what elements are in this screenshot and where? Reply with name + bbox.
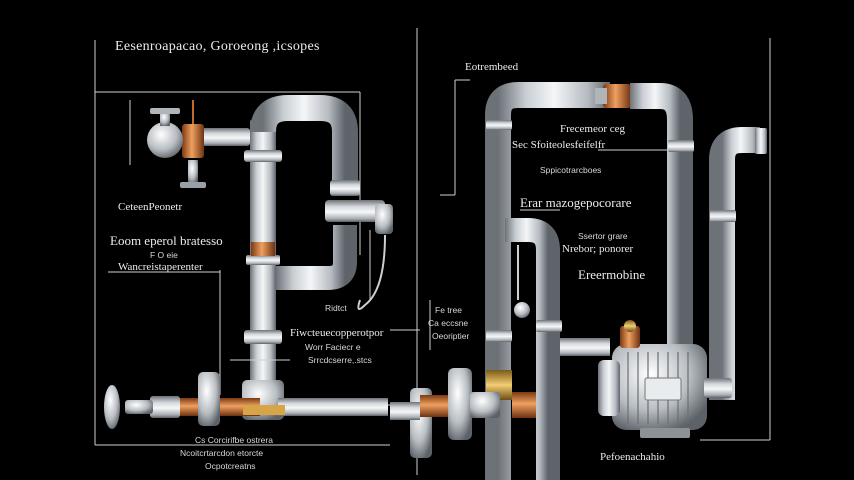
right-label-2: Sec Sfoiteolesfeifelfr	[512, 139, 606, 151]
bottom-note-3: Ocpotcreatns	[205, 461, 256, 471]
bottom-note-2: Ncoitcrtarcdon etorcte	[180, 448, 264, 458]
center-fitting-label: Ridtct	[325, 303, 347, 313]
left-pipe-assembly	[104, 95, 393, 429]
left-component-label: CeteenPeonetr	[118, 201, 183, 213]
right-small-3: Oeoriptier	[432, 331, 470, 341]
right-small-1: Fe tree	[435, 305, 462, 315]
left-small-label: F O eie	[150, 250, 178, 260]
right-label-1: Frecemeor ceg	[560, 123, 626, 135]
left-head-label: Eoom eperol bratesso	[110, 233, 223, 248]
pump-label: Pefoenachahio	[600, 451, 665, 463]
diagram-title: Eesenroapacao, Goroeong ,icsopes	[115, 39, 320, 54]
gate-valve-icon	[147, 100, 250, 188]
right-label-3: Sppicotrarcboes	[540, 165, 602, 175]
left-sub-label: Wancreistaperenter	[118, 261, 203, 273]
right-small-2: Ca eccsne	[428, 318, 469, 328]
right-top-label: Eotrembeed	[465, 61, 519, 73]
right-pipe-assembly	[390, 82, 767, 480]
center-note-1: Fiwcteuecopperotpor	[290, 327, 384, 339]
right-label-7: Ereermobine	[578, 267, 646, 282]
right-label-4: Erar mazogepocorare	[520, 195, 632, 210]
pressure-gauge-icon	[514, 245, 530, 318]
leader-lines	[230, 149, 668, 361]
hose-loop-icon	[357, 234, 386, 310]
bottom-note-1: Cs Corcirifbe ostrera	[195, 435, 273, 445]
center-note-3: Srrcdcserre,.stcs	[308, 355, 372, 365]
right-label-6: Nrebor; ponorer	[562, 243, 634, 255]
pump-motor-icon	[598, 320, 732, 438]
center-note-2: Worr Faciecr e	[305, 342, 361, 352]
right-label-5: Ssertor grare	[578, 231, 628, 241]
